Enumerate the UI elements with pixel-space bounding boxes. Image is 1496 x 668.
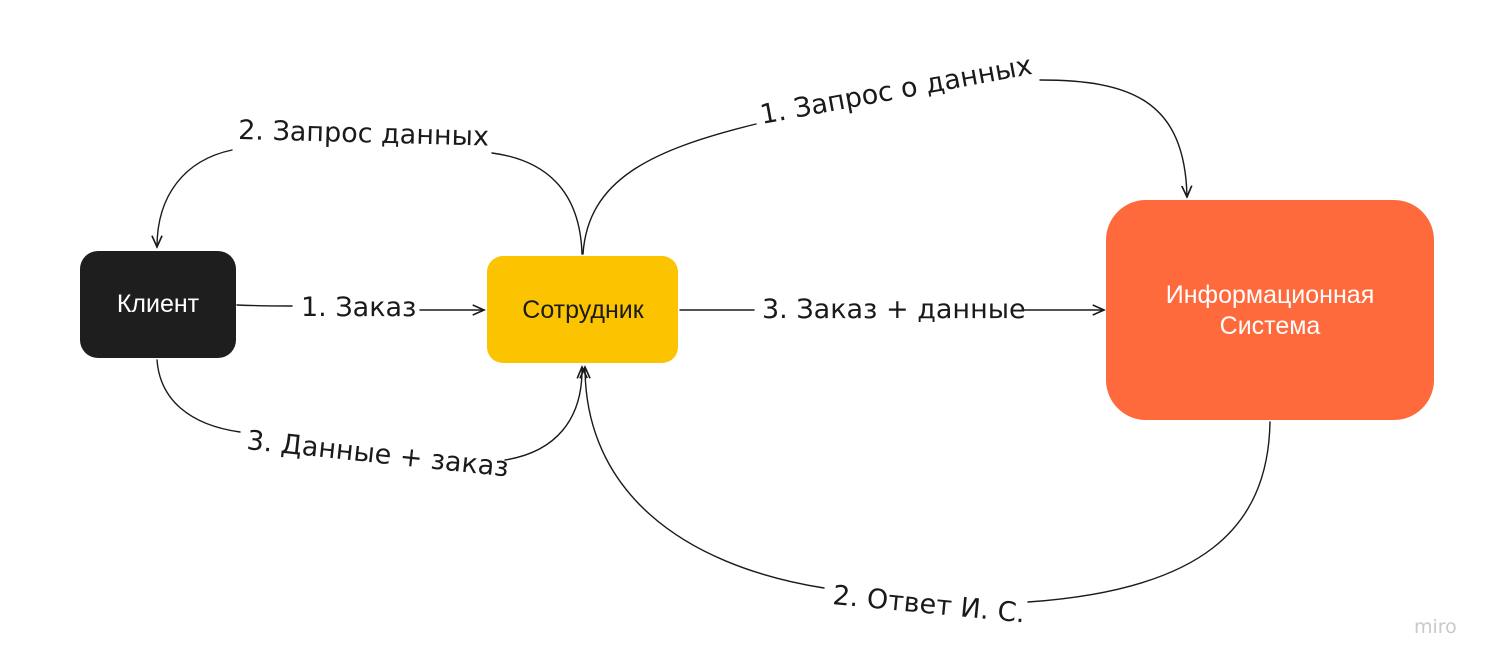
node-client[interactable]: Клиент bbox=[80, 251, 236, 358]
edge-client-to-employee-segment-1[interactable] bbox=[236, 304, 293, 307]
node-employee-box[interactable] bbox=[487, 256, 678, 363]
edge-employee-to-client-request-left[interactable] bbox=[157, 149, 233, 247]
edge-label-client-to-employee-data: 3. Данные + заказ bbox=[245, 425, 510, 483]
edge-system-to-employee-answer-left[interactable] bbox=[585, 367, 825, 589]
edge-label-employee-to-system-order: 3. Заказ + данные bbox=[762, 294, 1026, 325]
node-employee-label: Сотрудник bbox=[522, 296, 645, 324]
edge-employee-to-client-request-right[interactable] bbox=[491, 152, 583, 255]
edge-label-employee-to-system-request: 1. Запрос о данных bbox=[758, 50, 1035, 131]
edge-system-to-employee-answer-right[interactable] bbox=[1027, 421, 1271, 603]
edge-label-employee-to-client-request: 2. Запрос данных bbox=[238, 115, 489, 153]
edge-client-to-employee-data-left[interactable] bbox=[156, 359, 241, 433]
node-information-system-label-line2: Система bbox=[1220, 312, 1321, 340]
node-client-label: Клиент bbox=[117, 290, 200, 318]
edge-employee-to-system-request-right[interactable] bbox=[1039, 79, 1187, 197]
node-information-system-box[interactable] bbox=[1106, 200, 1434, 420]
node-client-box[interactable] bbox=[80, 251, 236, 358]
miro-watermark: miro bbox=[1414, 616, 1457, 638]
node-employee[interactable]: Сотрудник bbox=[487, 256, 678, 363]
edge-client-to-employee-data-right[interactable] bbox=[504, 367, 582, 461]
edge-label-system-to-employee-answer: 2. Ответ И. С. bbox=[831, 580, 1026, 629]
edge-employee-to-system-request-left[interactable] bbox=[582, 123, 757, 255]
node-information-system-label-line1: Информационная bbox=[1166, 281, 1374, 309]
edge-label-client-to-employee: 1. Заказ bbox=[301, 292, 416, 323]
node-information-system[interactable]: Информационная Система bbox=[1106, 200, 1434, 420]
